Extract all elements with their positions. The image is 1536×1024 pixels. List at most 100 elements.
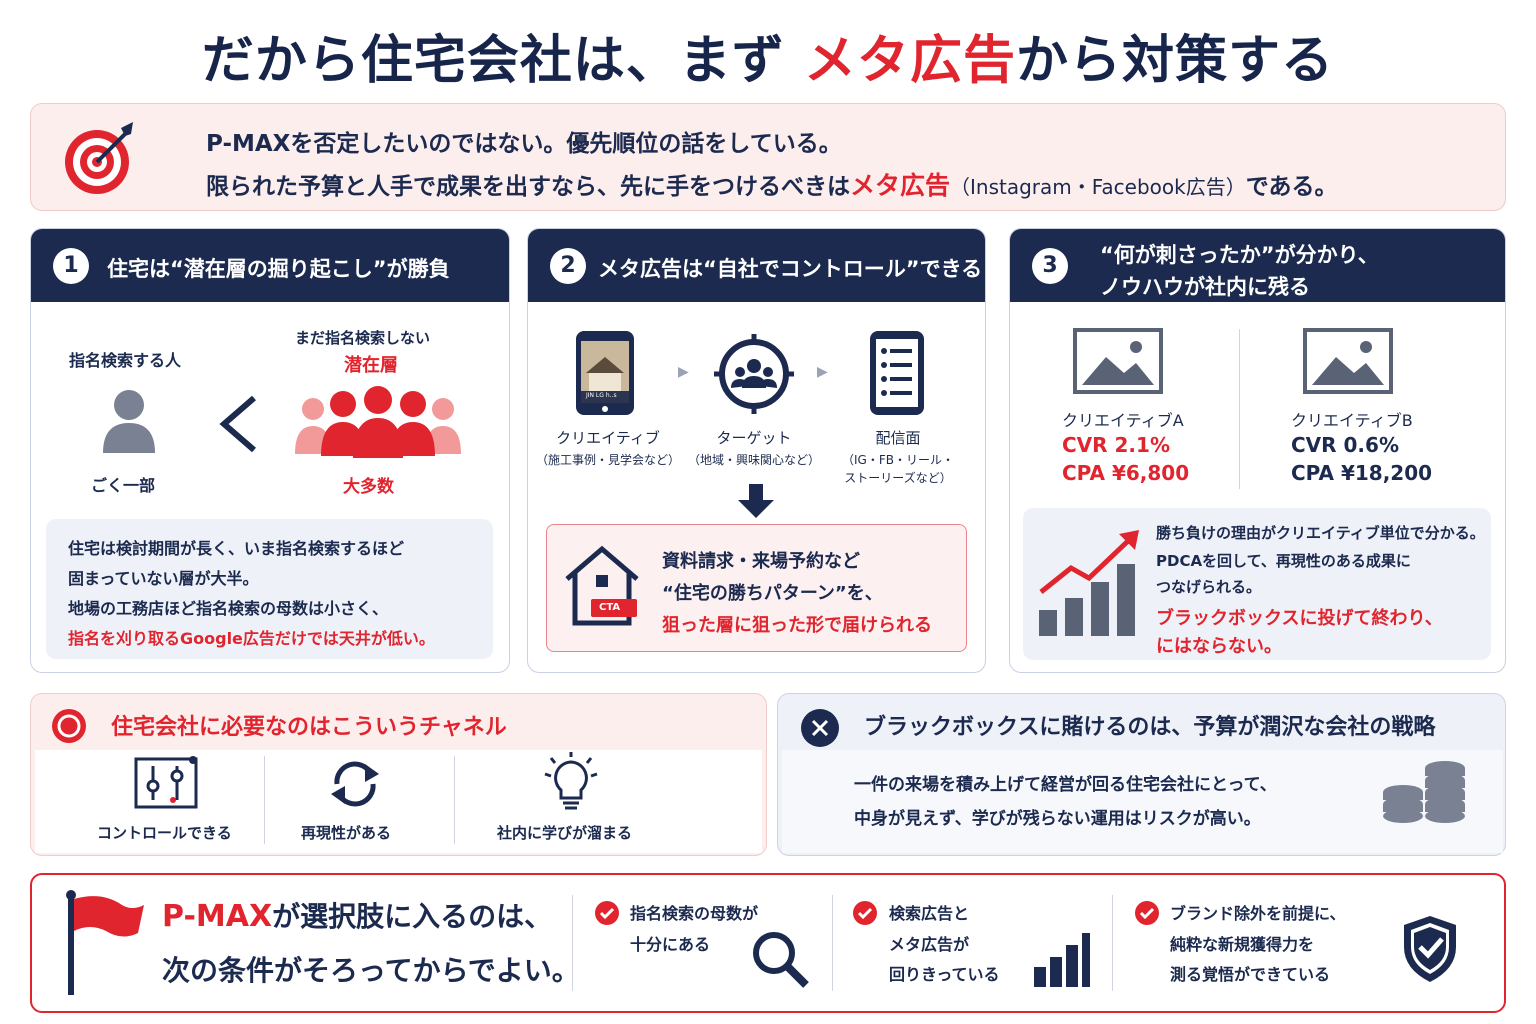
- panel-header: 2 メタ広告は“自社でコントロール”できる: [528, 229, 985, 302]
- panel-heading: ノウハウが社内に残る: [1100, 275, 1310, 299]
- channels-box: 住宅会社に必要なのはこういうチャネル コントロールできる 再現性がある: [30, 693, 767, 856]
- condition-line: 回りきっている: [889, 965, 1000, 984]
- divider: [572, 895, 573, 991]
- search-icon: [753, 932, 809, 988]
- panel-number: 1: [53, 248, 89, 284]
- arrow-right-icon: ▶: [678, 364, 689, 380]
- panel-heading: 住宅は“潜在層の掘り起こし”が勝負: [107, 257, 450, 281]
- panel-latent-demand: 1 住宅は“潜在層の掘り起こし”が勝負 指名検索する人 ごく一部 まだ指名検索し…: [30, 228, 510, 673]
- note-line: 住宅は検討期間が長く、いま指名検索するほど: [68, 539, 405, 558]
- coins-icon: [1383, 761, 1465, 823]
- audience-target-icon: [714, 334, 794, 414]
- step-sub: （施工事例・見学会など）: [535, 453, 680, 467]
- step-sub: ストーリーズなど）: [844, 471, 952, 485]
- panel-header: 3 “何が刺さったか”が分かり、 ノウハウが社内に残る: [1010, 229, 1505, 302]
- cta-badge: CTA: [599, 602, 621, 613]
- blackbox-line: 中身が見えず、学びが残らない運用はリスクが高い。: [854, 809, 1261, 829]
- panel-number: 2: [550, 248, 586, 284]
- condition-line: 純粋な新規獲得力を: [1170, 935, 1315, 954]
- flag-icon: [66, 890, 144, 995]
- note-line: 地場の工務店ほど指名検索の母数は小さく、: [68, 599, 389, 618]
- intro-box: P-MAXを否定したいのではない。優先順位の話をしている。 限られた予算と人手で…: [30, 103, 1506, 211]
- cta-box: CTA 資料請求・来場予約など “住宅の勝ちパターン”を、 狙った層に狙った形で…: [546, 524, 967, 652]
- panel1-note: 住宅は検討期間が長く、いま指名検索するほど 固まっていない層が大半。 地場の工務…: [46, 519, 493, 659]
- branded-searcher-label: 指名検索する人: [69, 351, 182, 370]
- note-line: 固まっていない層が大半。: [68, 569, 259, 588]
- arrow-down-icon: [738, 484, 774, 518]
- divider: [1239, 329, 1240, 489]
- condition-line: メタ広告が: [889, 935, 970, 954]
- check-icon: [1135, 901, 1159, 925]
- step-label: 配信面: [875, 429, 921, 447]
- image-placeholder-icon: [1303, 328, 1393, 394]
- arrow-right-icon: ▶: [817, 364, 828, 380]
- blackbox-line: 一件の来場を積み上げて経営が回る住宅会社にとって、: [854, 775, 1277, 795]
- channels-heading: 住宅会社に必要なのはこういうチャネル: [111, 715, 507, 740]
- divider: [264, 756, 265, 844]
- channels-list: コントロールできる 再現性がある 社内に学びが溜まる: [35, 750, 762, 853]
- refresh-icon: [331, 761, 379, 807]
- panel-heading: メタ広告は“自社でコントロール”できる: [598, 257, 983, 281]
- panel-heading: “何が刺さったか”が分かり、: [1100, 243, 1379, 267]
- target-icon: [65, 122, 133, 194]
- check-icon: [853, 901, 877, 925]
- pmax-conditions-box: P-MAXが選択肢に入るのは、 次の条件がそろってからでよい。 指名検索の母数が…: [30, 873, 1506, 1013]
- pmax-line-2: 次の条件がそろってからでよい。: [162, 954, 580, 987]
- phone-caption: JIN LG h..s: [586, 392, 617, 399]
- bar-chart-icon: [1034, 933, 1090, 987]
- divider: [1112, 895, 1113, 991]
- image-placeholder-icon: [1073, 328, 1163, 394]
- crowd-icon: [295, 386, 461, 458]
- less-than-icon: [219, 395, 256, 453]
- condition-line: 測る覚悟ができている: [1170, 965, 1331, 984]
- close-icon: [801, 709, 839, 747]
- check-icon: [595, 901, 619, 925]
- note-line: つなげられる。: [1156, 578, 1262, 596]
- latent-layer-sub: 大多数: [343, 477, 394, 497]
- blackbox-box: ブラックボックスに賭けるのは、予算が潤沢な会社の戦略 一件の来場を積み上げて経営…: [777, 693, 1506, 856]
- creative-a-name: クリエイティブA: [1062, 411, 1184, 430]
- note-line: PDCAを回して、再現性のある成果に: [1156, 552, 1411, 570]
- step-label: ターゲット: [716, 429, 792, 447]
- house-icon: [565, 545, 639, 626]
- creative-b-cpa: CPA ¥18,200: [1291, 461, 1433, 485]
- intro-line-2: 限られた予算と人手で成果を出すなら、先に手をつけるべきはメタ広告（Instagr…: [206, 171, 1338, 200]
- placement-list-icon: [870, 331, 924, 415]
- panel-header: 1 住宅は“潜在層の掘り起こし”が勝負: [31, 229, 509, 302]
- sliders-icon: [134, 756, 198, 809]
- cta-line: 狙った層に狙った形で届けられる: [662, 615, 932, 636]
- note-line-red: にはならない。: [1156, 636, 1282, 657]
- creative-a-cvr: CVR 2.1%: [1062, 433, 1170, 457]
- divider: [832, 895, 833, 991]
- note-line-red: ブラックボックスに投げて終わり、: [1156, 608, 1443, 629]
- cta-line: 資料請求・来場予約など: [662, 551, 860, 572]
- panel-number: 3: [1032, 248, 1068, 284]
- shield-check-icon: [1404, 916, 1456, 982]
- panel-knowhow: 3 “何が刺さったか”が分かり、 ノウハウが社内に残る クリエイティブA CVR…: [1009, 228, 1506, 673]
- growth-chart-icon: [1039, 530, 1139, 636]
- latent-layer-label: 潜在層: [344, 355, 398, 376]
- panel-meta-control: 2 メタ広告は“自社でコントロール”できる JIN LG h..s ▶ ▶ クリ…: [527, 228, 986, 673]
- channel-label: 再現性がある: [301, 824, 392, 842]
- step-sub: （IG・FB・リール・: [842, 453, 954, 467]
- divider: [454, 756, 455, 844]
- lightbulb-icon: [544, 752, 598, 810]
- branded-searcher-sub: ごく一部: [91, 476, 156, 495]
- channel-label: 社内に学びが溜まる: [497, 824, 633, 842]
- note-line: 指名を刈り取るGoogle広告だけでは天井が低い。: [68, 629, 435, 648]
- step-label: クリエイティブ: [556, 429, 660, 447]
- creative-b-cvr: CVR 0.6%: [1291, 433, 1399, 457]
- latent-layer-top-label: まだ指名検索しない: [295, 329, 431, 347]
- panel3-note: 勝ち負けの理由がクリエイティブ単位で分かる。 PDCAを回して、再現性のある成果…: [1023, 508, 1491, 660]
- cta-line: “住宅の勝ちパターン”を、: [662, 583, 883, 604]
- blackbox-heading: ブラックボックスに賭けるのは、予算が潤沢な会社の戦略: [864, 715, 1436, 740]
- condition-line: 十分にある: [630, 935, 711, 954]
- blackbox-body: 一件の来場を積み上げて経営が回る住宅会社にとって、 中身が見えず、学びが残らない…: [782, 750, 1503, 853]
- note-line: 勝ち負けの理由がクリエイティブ単位で分かる。: [1156, 524, 1485, 542]
- condition-line: 検索広告と: [889, 904, 970, 923]
- step-sub: （地域・興味関心など）: [687, 453, 820, 467]
- page-title: だから住宅会社は、まず メタ広告から対策する: [201, 31, 1335, 91]
- person-icon: [103, 390, 155, 453]
- creative-a-cpa: CPA ¥6,800: [1062, 461, 1190, 485]
- pmax-line-1: P-MAXが選択肢に入るのは、: [162, 899, 553, 934]
